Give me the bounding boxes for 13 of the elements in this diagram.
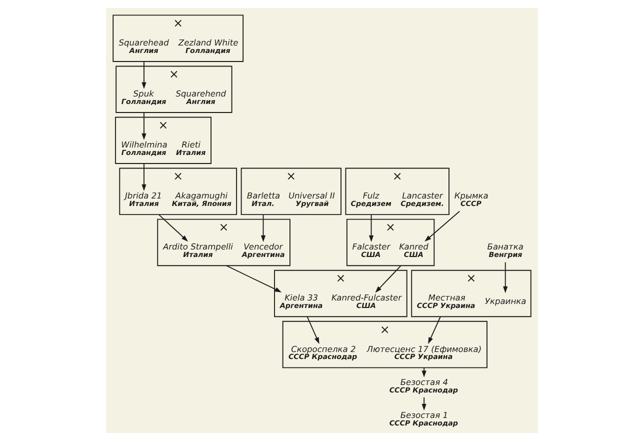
arrow	[260, 214, 266, 242]
arrow	[306, 316, 319, 344]
arrow	[421, 396, 426, 411]
arrow	[141, 61, 146, 89]
arrow	[141, 163, 146, 192]
node-text: Украинка	[484, 296, 526, 306]
arrow	[421, 367, 426, 378]
arrow	[141, 112, 146, 140]
arrow	[225, 265, 282, 292]
arrow	[424, 210, 460, 242]
arrow	[428, 316, 440, 344]
arrow	[502, 262, 508, 294]
arrow	[368, 214, 374, 242]
